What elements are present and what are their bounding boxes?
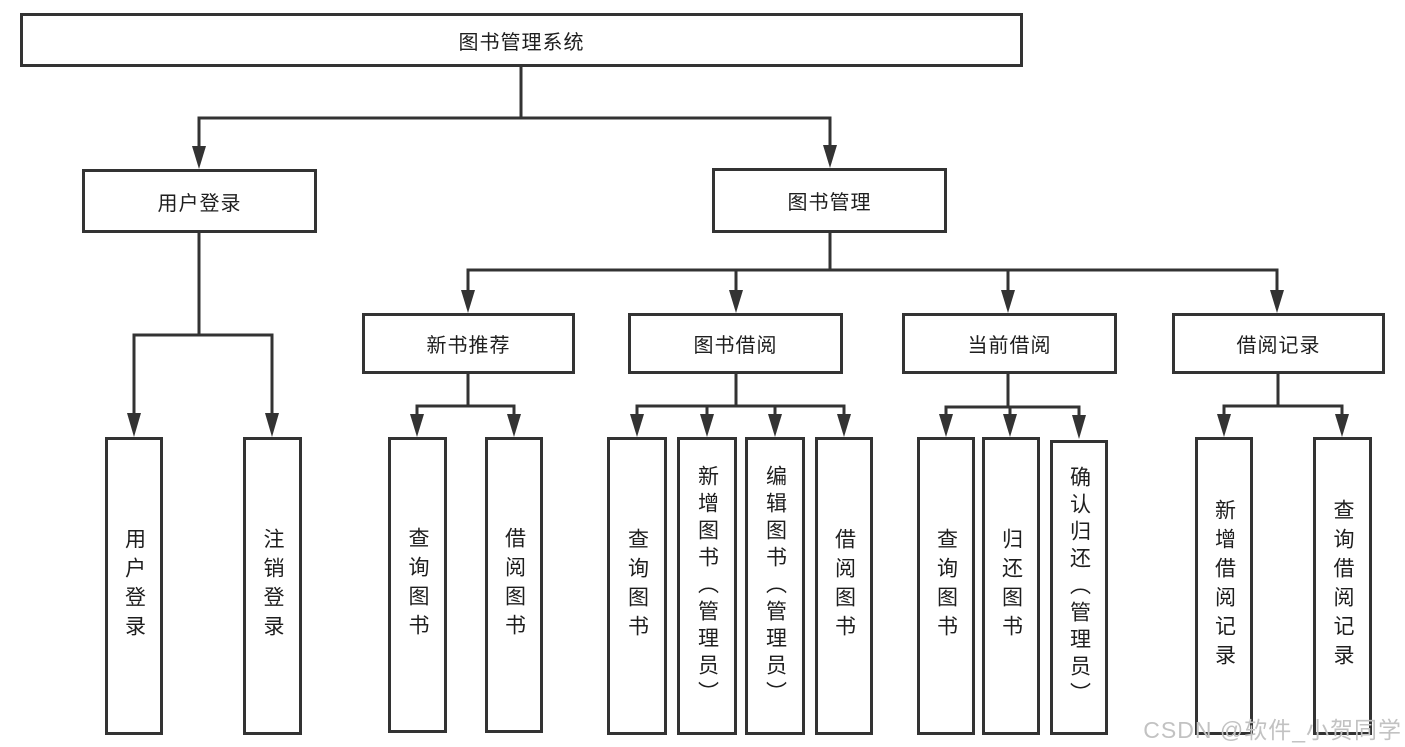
leaf-user-login: 用户登录 [105,437,163,735]
leaf-logout-label: 注销登录 [261,528,284,644]
leaf-borrow-add-label: 新增图书（管理员） [695,464,719,708]
leaf-current-confirm-label: 确认归还（管理员） [1067,466,1091,709]
leaf-borrow-book: 借阅图书 [815,437,873,735]
leaf-current-confirm: 确认归还（管理员） [1050,440,1108,735]
node-current-borrow: 当前借阅 [902,313,1117,374]
leaf-borrow-book-label: 借阅图书 [832,528,856,644]
leaf-record-add-label: 新增借阅记录 [1212,499,1236,673]
leaf-newbook-query: 查询图书 [388,437,447,733]
node-borrow-record: 借阅记录 [1172,313,1385,374]
root-branch-connector [192,67,837,169]
leaf-current-return: 归还图书 [982,437,1040,735]
leaf-current-query-label: 查询图书 [934,528,958,644]
leaf-logout: 注销登录 [243,437,302,735]
node-library-system: 图书管理系统 [20,13,1023,67]
leaf-record-add: 新增借阅记录 [1195,437,1253,735]
leaf-borrow-edit: 编辑图书（管理员） [745,437,805,735]
csdn-watermark: CSDN @软件_小贺同学 [1143,717,1402,743]
node-user-login: 用户登录 [82,169,317,233]
leaf-newbook-borrow-label: 借阅图书 [502,527,526,643]
new-book-branch-connector [410,374,521,437]
book-mgmt-branch-connector [461,233,1284,313]
leaf-borrow-edit-label: 编辑图书（管理员） [763,464,787,708]
node-new-book-recommend: 新书推荐 [362,313,575,374]
node-book-borrow: 图书借阅 [628,313,843,374]
book-borrow-branch-connector [630,374,851,437]
leaf-borrow-query: 查询图书 [607,437,667,735]
leaf-newbook-query-label: 查询图书 [406,527,429,643]
borrow-record-branch-connector [1217,374,1349,437]
user-login-branch-connector [127,233,279,437]
leaf-current-return-label: 归还图书 [999,528,1023,644]
leaf-newbook-borrow: 借阅图书 [485,437,543,733]
leaf-record-query-label: 查询借阅记录 [1331,499,1354,673]
node-book-management: 图书管理 [712,168,947,233]
leaf-record-query: 查询借阅记录 [1313,437,1372,735]
leaf-borrow-add: 新增图书（管理员） [677,437,737,735]
leaf-current-query: 查询图书 [917,437,975,735]
current-borrow-branch-connector [939,374,1086,439]
leaf-user-login-label: 用户登录 [122,528,146,644]
leaf-borrow-query-label: 查询图书 [625,528,649,644]
